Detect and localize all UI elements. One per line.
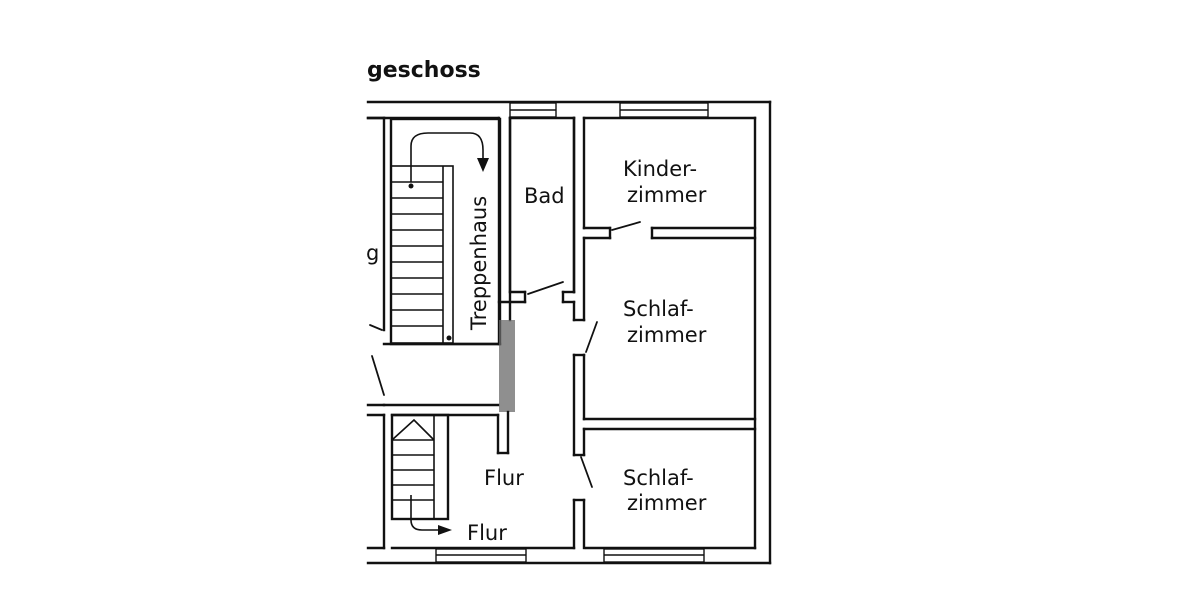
room-label-kinderzimmer-1: Kinder- [623, 157, 697, 181]
room-label-treppenhaus: Treppenhaus [467, 196, 491, 331]
room-label-partial: g [366, 241, 379, 265]
room-label-schlafzimmer-1a: Schlaf- [623, 297, 694, 321]
stair-direction-arrow-icon [408, 132, 489, 189]
room-label-bad: Bad [524, 184, 565, 208]
room-label-schlafzimmer-2a: Schlaf- [623, 466, 694, 490]
lower-stair-arrow-icon [410, 495, 452, 535]
room-label-flur: Flur [484, 466, 524, 490]
schlafzimmer-1-walls [572, 236, 757, 457]
floor-title: geschoss [367, 58, 481, 83]
bathroom-walls [497, 116, 586, 322]
upper-staircase [390, 165, 454, 344]
room-label-kinderzimmer-2: zimmer [627, 183, 707, 207]
wall-shading [499, 320, 515, 412]
left-partial-room [366, 116, 386, 550]
room-label-schlafzimmer-2b: zimmer [627, 491, 707, 515]
outer-walls [366, 100, 772, 565]
corridor-left-wall [382, 116, 515, 455]
schlafzimmer-2-walls [572, 427, 593, 550]
windows [435, 102, 709, 563]
lower-staircase [390, 413, 450, 521]
kinderzimmer-walls [572, 116, 757, 294]
room-label-schlafzimmer-1b: zimmer [627, 323, 707, 347]
room-label-flur-lower: Flur [467, 521, 507, 545]
